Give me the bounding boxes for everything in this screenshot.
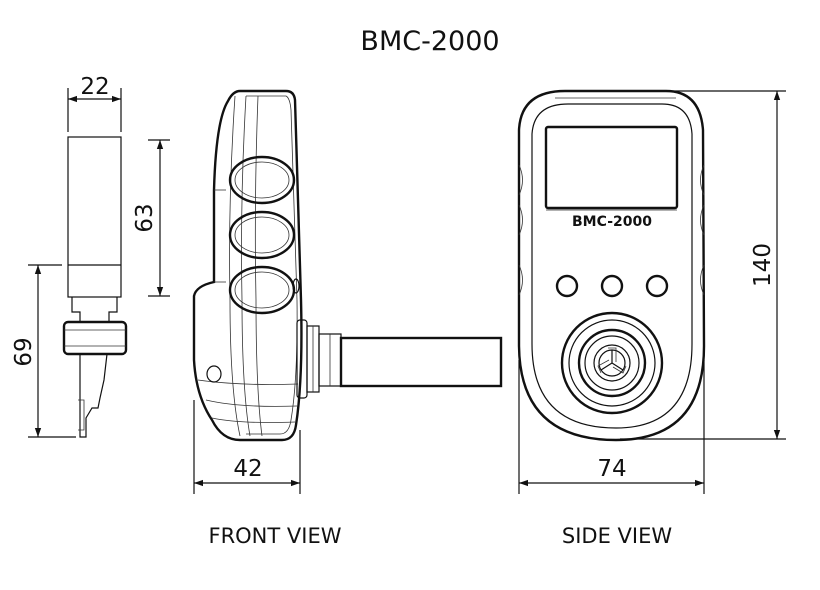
dim-label-front-width: 42 (233, 456, 262, 482)
front-view-label: FRONT VIEW (208, 524, 341, 548)
dimension-probe-width: 22 (67, 74, 122, 132)
side-button-2 (228, 210, 296, 260)
dim-label-probe-width: 22 (80, 74, 109, 100)
dimension-probe-height: 69 (11, 264, 76, 438)
side-view-drawing: BMC-2000 (517, 89, 706, 442)
dim-label-front-height: 63 (132, 203, 158, 232)
dimension-front-height: 63 (132, 139, 170, 297)
drawing-title: BMC-2000 (360, 26, 499, 57)
front-button-3 (645, 274, 669, 298)
front-button-1 (555, 274, 579, 298)
dimension-front-width: 42 (193, 400, 301, 494)
dim-label-side-width: 74 (597, 456, 626, 482)
probe-connector (560, 311, 664, 415)
side-button-3 (228, 265, 296, 315)
front-view-drawing (192, 89, 503, 442)
display-screen (544, 125, 679, 210)
dimension-side-width: 74 (518, 360, 705, 494)
side-button-1 (228, 155, 296, 205)
dimension-side-height: 140 (620, 90, 786, 440)
probe-drawing (62, 136, 128, 438)
screen-model-label: BMC-2000 (572, 214, 652, 230)
front-button-2 (600, 274, 624, 298)
dim-label-side-height: 140 (750, 243, 776, 287)
dim-label-probe-height: 69 (11, 337, 37, 366)
side-view-label: SIDE VIEW (562, 524, 672, 548)
